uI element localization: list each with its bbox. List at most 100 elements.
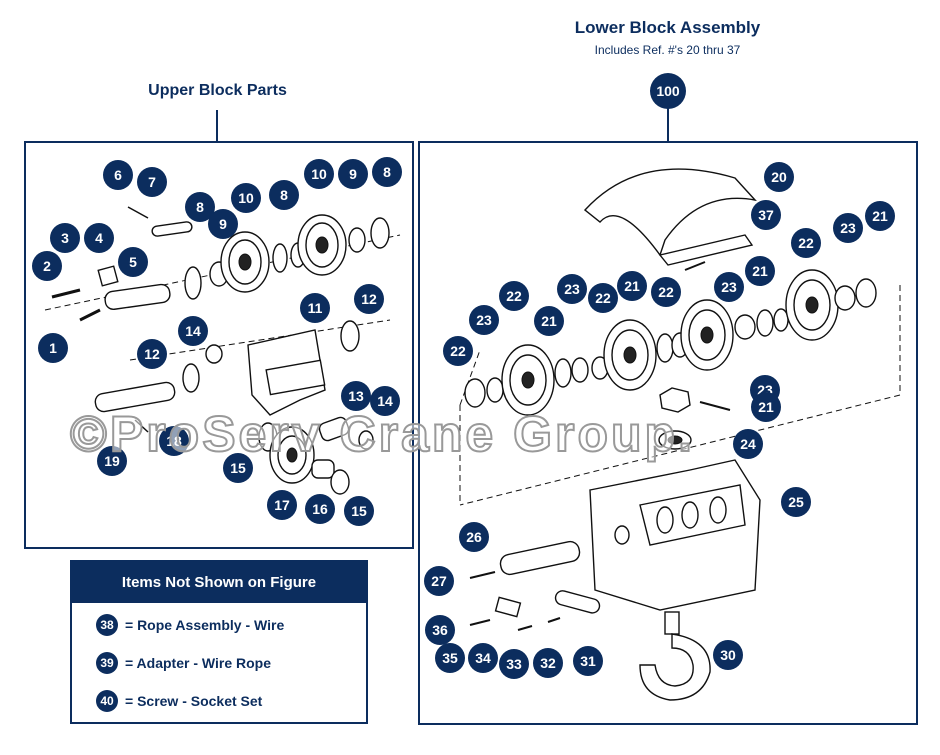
upper-callout-label: 12 [361, 291, 377, 307]
upper-callout-badge [38, 333, 68, 363]
note-item: 40 = Screw - Socket Set [96, 688, 262, 714]
lower-callout-label: 36 [432, 622, 448, 638]
lower-callout-badge [499, 281, 529, 311]
upper-callout-badge [305, 494, 335, 524]
lower-callout-label: 22 [658, 284, 674, 300]
upper-callout-badge [372, 157, 402, 187]
upper-callout-badge [354, 284, 384, 314]
lower-callout-label: 32 [540, 655, 556, 671]
lower-callout-badge [424, 566, 454, 596]
lower-callout-label: 22 [595, 290, 611, 306]
lower-callout-label: 23 [721, 279, 737, 295]
upper-callout-badge [32, 251, 62, 281]
upper-callout-label: 1 [49, 340, 57, 356]
lower-callout-badge [573, 646, 603, 676]
upper-callout-label: 10 [311, 166, 327, 182]
lower-callout-badge [865, 201, 895, 231]
lower-callout-badge [499, 649, 529, 679]
upper-callout-badge [185, 192, 215, 222]
ref-badge: 38 [96, 614, 118, 636]
lower-callout-label: 22 [450, 343, 466, 359]
lower-callout-label: 21 [752, 263, 768, 279]
upper-callout-label: 9 [349, 166, 357, 182]
lower-callout-label: 21 [758, 399, 774, 415]
assembly-ref: 100 [656, 83, 680, 99]
lower-callout-badge [714, 272, 744, 302]
lower-callout-badge [435, 643, 465, 673]
upper-callout-badge [341, 381, 371, 411]
upper-callout-badge [178, 316, 208, 346]
lower-callout-badge [588, 283, 618, 313]
upper-callout-badge [208, 209, 238, 239]
lower-callout-badge [751, 392, 781, 422]
lower-callout-badge [651, 277, 681, 307]
upper-callout-label: 14 [377, 393, 393, 409]
upper-callout-badge [137, 339, 167, 369]
lower-callout-label: 20 [771, 169, 787, 185]
upper-callout-label: 15 [351, 503, 367, 519]
lower-callout-badge [557, 274, 587, 304]
upper-callout-label: 18 [166, 433, 182, 449]
upper-callout-badge [269, 180, 299, 210]
upper-callout-label: 11 [308, 300, 323, 316]
lower-callout-badge [733, 429, 763, 459]
upper-callout-label: 15 [230, 460, 246, 476]
lower-callout-badge [764, 162, 794, 192]
lower-callout-badge [533, 648, 563, 678]
items-not-shown-panel: Items Not Shown on Figure 38 = Rope Asse… [70, 560, 368, 724]
upper-callout-label: 12 [144, 346, 160, 362]
note-text: = Screw - Socket Set [125, 693, 263, 709]
items-not-shown-title: Items Not Shown on Figure [72, 562, 366, 603]
upper-callout-label: 19 [104, 453, 120, 469]
lower-callout-label: 25 [788, 494, 804, 510]
lower-callout-badge [534, 306, 564, 336]
lower-callout-badge [781, 487, 811, 517]
ref-badge: 40 [96, 690, 118, 712]
lower-callout-badge [469, 305, 499, 335]
upper-callout-label: 9 [219, 216, 227, 232]
lower-block-drawing [459, 168, 901, 701]
note-text: = Rope Assembly - Wire [125, 617, 285, 633]
watermark: ©ProServ Crane Group. [69, 405, 695, 463]
upper-callout-badge [118, 247, 148, 277]
lower-callout-badge [468, 643, 498, 673]
upper-callout-badge [137, 167, 167, 197]
lower-callout-badge [713, 640, 743, 670]
upper-callout-label: 14 [185, 323, 201, 339]
upper-callout-label: 5 [129, 254, 137, 270]
lower-callout-badge [459, 522, 489, 552]
upper-callout-label: 8 [280, 187, 288, 203]
upper-callout-badge [304, 159, 334, 189]
lower-block-subtitle: Includes Ref. #'s 20 thru 37 [594, 43, 741, 57]
lower-callout-label: 35 [442, 650, 458, 666]
lower-callout-label: 27 [431, 573, 447, 589]
lower-callout-label: 21 [624, 278, 640, 294]
upper-callout-label: 17 [274, 497, 290, 513]
note-text: = Adapter - Wire Rope [125, 655, 271, 671]
note-item: 39 = Adapter - Wire Rope [96, 650, 271, 676]
lower-callout-label: 24 [740, 436, 756, 452]
upper-callout-badge [267, 490, 297, 520]
upper-callout-badge [103, 160, 133, 190]
upper-callout-label: 13 [348, 388, 364, 404]
lower-callout-badge [833, 213, 863, 243]
upper-callout-label: 10 [238, 190, 254, 206]
lower-callout-label: 21 [541, 313, 557, 329]
note-item: 38 = Rope Assembly - Wire [96, 612, 284, 638]
lower-callout-label: 21 [872, 208, 888, 224]
lower-callout-badge [425, 615, 455, 645]
upper-callout-badge [300, 293, 330, 323]
lower-callout-badge [617, 271, 647, 301]
upper-callout-badge [344, 496, 374, 526]
lower-callout-label: 31 [580, 653, 596, 669]
upper-callout-label: 16 [312, 501, 328, 517]
lower-callout-label: 37 [758, 207, 774, 223]
assembly-badge: 100 [650, 73, 686, 109]
lower-callout-badge [791, 228, 821, 258]
upper-callout-badge [97, 446, 127, 476]
lower-callout-label: 22 [798, 235, 814, 251]
lower-callout-label: 30 [720, 647, 736, 663]
lower-callout-label: 23 [564, 281, 580, 297]
